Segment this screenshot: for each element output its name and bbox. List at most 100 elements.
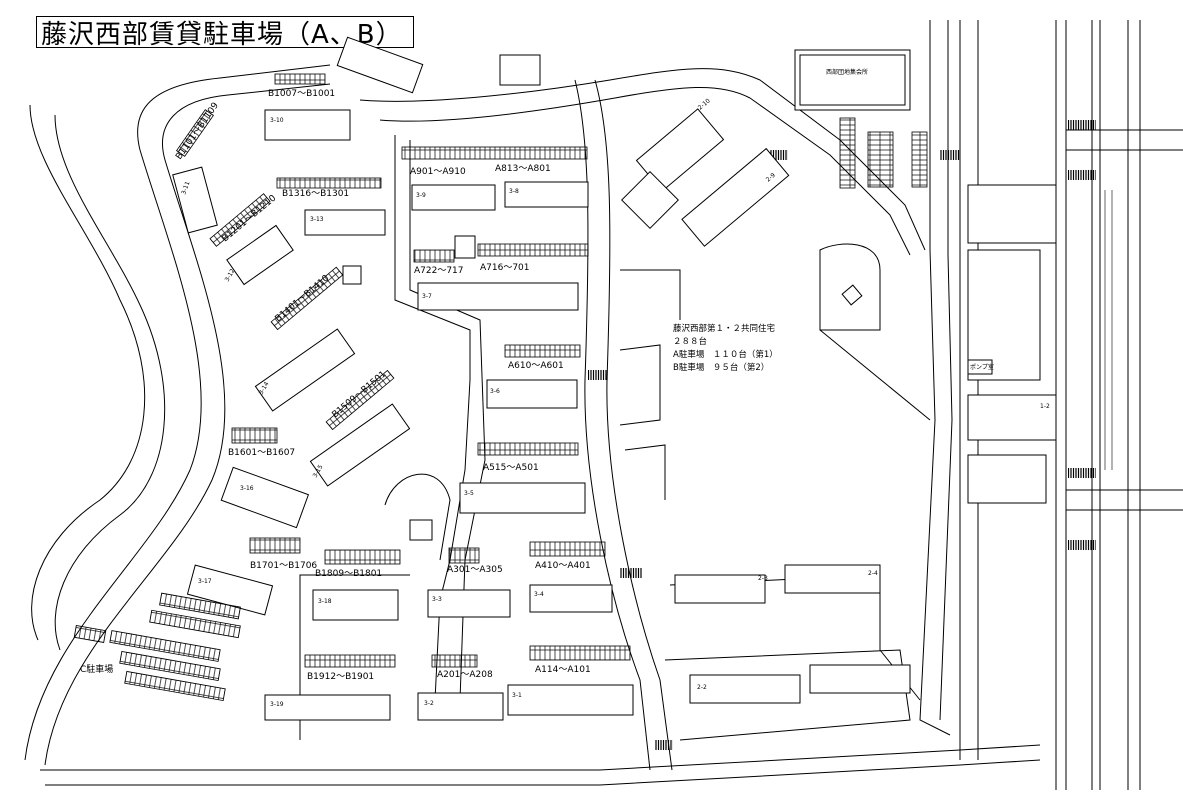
stalls-hall-2 bbox=[867, 131, 894, 188]
community-hall-label: 西部団地集会所 bbox=[826, 68, 868, 76]
pump-room bbox=[967, 359, 993, 375]
stalls-a722 bbox=[413, 249, 455, 263]
bldg-label: 2-4 bbox=[868, 570, 878, 577]
stalls-b1601 bbox=[231, 427, 278, 444]
bldg-label: 3-17 bbox=[198, 578, 212, 585]
bldg-label: 3-3 bbox=[432, 596, 442, 603]
pump-room-label: ポンプ室 bbox=[970, 363, 994, 371]
crosswalk bbox=[588, 370, 608, 380]
info-line: B駐車場 ９５台（第2） bbox=[673, 362, 769, 373]
bldg-label: 3-13 bbox=[310, 216, 324, 223]
bldg-label: 3-1 bbox=[512, 692, 522, 699]
crosswalk bbox=[1068, 468, 1096, 478]
building-2-2 bbox=[689, 674, 801, 704]
label-a716: A716～701 bbox=[480, 263, 530, 273]
label-a201: A201～A208 bbox=[437, 670, 493, 680]
building-2-4 bbox=[784, 564, 881, 594]
bldg-label: 3-6 bbox=[490, 388, 500, 395]
label-a301: A301～A305 bbox=[447, 565, 503, 575]
community-hall bbox=[794, 49, 911, 111]
building-3-1 bbox=[507, 684, 634, 716]
info-line: ２８８台 bbox=[673, 336, 707, 347]
stalls-a410 bbox=[529, 541, 606, 557]
label-a722: A722～717 bbox=[414, 266, 464, 276]
crosswalk bbox=[1068, 540, 1096, 550]
building-3-10 bbox=[264, 109, 351, 141]
label-b1101: B1101～B1109 bbox=[174, 101, 221, 162]
label-b1401: B1401～B1410 bbox=[274, 273, 332, 324]
bldg-label: 3-7 bbox=[422, 293, 432, 300]
stalls-b1007 bbox=[274, 73, 326, 85]
building-1-2 bbox=[967, 394, 1057, 441]
stalls-a515 bbox=[477, 442, 579, 456]
label-a114: A114～A101 bbox=[535, 665, 591, 675]
bldg-label: 2-2 bbox=[697, 684, 707, 691]
bldg-label: 2-9 bbox=[765, 172, 777, 184]
building-3-13 bbox=[304, 209, 386, 236]
stalls-hall-1 bbox=[839, 117, 856, 189]
bldg-label: 3-5 bbox=[464, 490, 474, 497]
building-3-18 bbox=[312, 589, 399, 621]
stalls-a301 bbox=[448, 547, 480, 564]
map-title: 藤沢西部賃貸駐車場（A、B） bbox=[36, 16, 414, 50]
bldg-label: 3-11 bbox=[180, 180, 191, 195]
building-3-16 bbox=[220, 466, 310, 529]
stalls-a114 bbox=[529, 645, 631, 661]
label-b1601: B1601～B1607 bbox=[228, 448, 295, 458]
crosswalk bbox=[1068, 120, 1096, 130]
crosswalk bbox=[770, 150, 788, 160]
stalls-b1509 bbox=[325, 369, 395, 431]
building-3-14 bbox=[254, 328, 356, 412]
building-3-7 bbox=[417, 282, 579, 311]
bldg-label: 3-18 bbox=[318, 598, 332, 605]
label-b1701: B1701～B1706 bbox=[250, 561, 317, 571]
stalls-b1401 bbox=[270, 266, 344, 331]
ring-road-inner bbox=[44, 83, 331, 766]
stalls-a610 bbox=[504, 344, 581, 358]
building-3-12 bbox=[226, 224, 294, 286]
building-3-15 bbox=[309, 403, 411, 487]
stalls-a901 bbox=[401, 146, 588, 160]
stalls-a716 bbox=[477, 243, 589, 257]
label-lot-c: C駐車場 bbox=[80, 663, 113, 675]
bldg-label: 3-16 bbox=[240, 485, 254, 492]
building-3-8 bbox=[504, 181, 589, 208]
building-3-3 bbox=[427, 589, 511, 618]
bldg-label: 3-8 bbox=[509, 188, 519, 195]
bldg-label: 2-10 bbox=[697, 97, 712, 111]
crosswalk bbox=[940, 150, 960, 160]
bldg-label: 3-19 bbox=[270, 701, 284, 708]
crosswalk bbox=[655, 740, 673, 750]
ring-road-outer bbox=[24, 64, 331, 761]
lot-c-stalls bbox=[73, 592, 241, 702]
label-a610: A610～A601 bbox=[508, 361, 564, 371]
bldg-label: 1-2 bbox=[1040, 403, 1050, 410]
info-line: A駐車場 １１０台（第1） bbox=[673, 349, 778, 360]
label-b1912: B1912～B1901 bbox=[307, 672, 374, 682]
label-b1007: B1007～B1001 bbox=[268, 89, 335, 99]
crosswalk bbox=[620, 568, 642, 578]
bldg-label: 3-2 bbox=[424, 700, 434, 707]
stalls-hall-3 bbox=[911, 131, 928, 188]
stalls-b1809 bbox=[324, 549, 401, 565]
stalls-b1316 bbox=[276, 177, 382, 189]
building-3-5 bbox=[459, 482, 586, 514]
label-a515: A515～A501 bbox=[483, 463, 539, 473]
stalls-a201 bbox=[431, 654, 478, 668]
label-a901: A901～A910 bbox=[410, 167, 466, 177]
building-3-4 bbox=[529, 584, 613, 613]
bldg-label: 3-9 bbox=[416, 192, 426, 199]
bldg-label: 3-10 bbox=[270, 117, 284, 124]
building-2-9 bbox=[681, 147, 790, 247]
stalls-b1912 bbox=[304, 654, 396, 668]
bldg-label: 3-4 bbox=[534, 591, 544, 598]
label-b1809: B1809～B1801 bbox=[315, 569, 382, 579]
building-3-2 bbox=[417, 692, 504, 721]
bldg-label: 2-3 bbox=[758, 575, 768, 582]
building-3-9 bbox=[411, 184, 496, 211]
building-2-3 bbox=[674, 574, 766, 604]
label-a813: A813～A801 bbox=[495, 164, 551, 174]
building-3-19 bbox=[264, 694, 391, 721]
label-a410: A410～A401 bbox=[535, 561, 591, 571]
